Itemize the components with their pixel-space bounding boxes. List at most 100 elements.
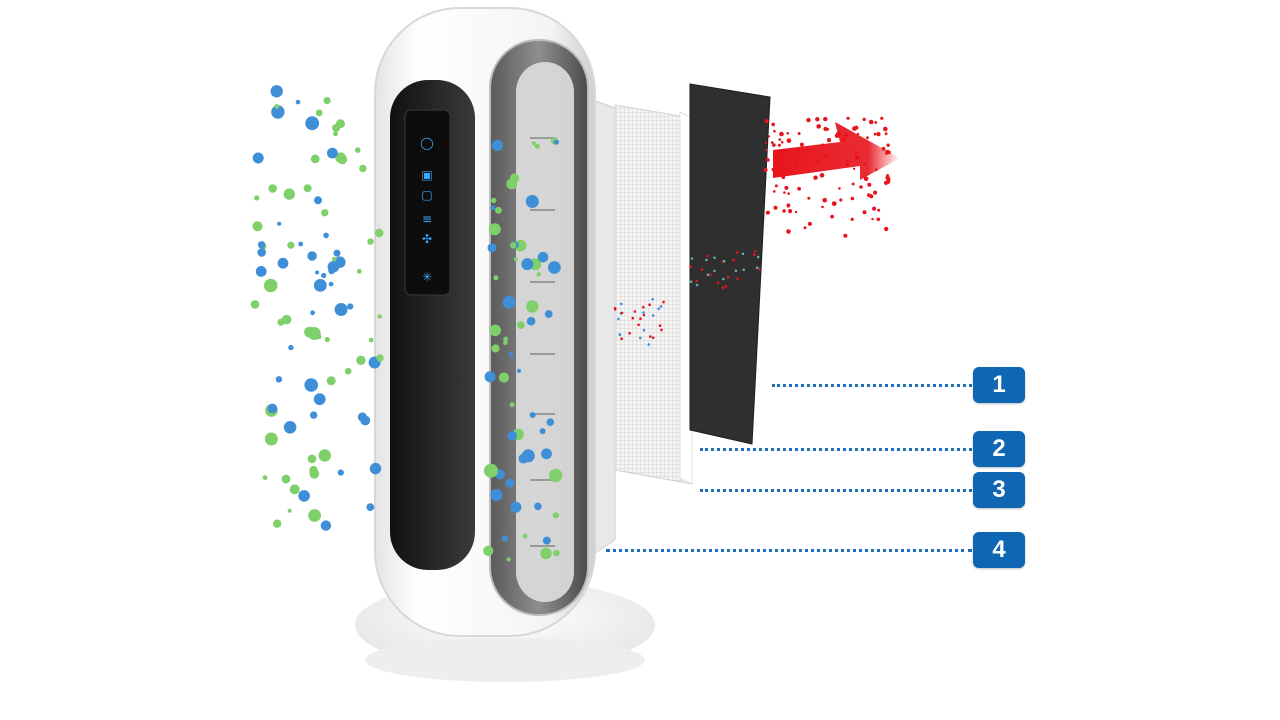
blue-particle bbox=[529, 412, 536, 418]
green-particle bbox=[367, 238, 374, 245]
clean-air-particle bbox=[830, 214, 834, 219]
clean-air-particle bbox=[850, 217, 854, 221]
clean-air-particle bbox=[793, 163, 798, 168]
blue-particle bbox=[548, 261, 561, 274]
blue-particle bbox=[490, 489, 503, 501]
trapped-particle bbox=[713, 256, 716, 260]
trapped-particle bbox=[721, 286, 725, 290]
clean-air-particle bbox=[873, 190, 878, 195]
light-icon: ✳ bbox=[421, 270, 433, 284]
clean-air-particle bbox=[845, 159, 849, 163]
trapped-particle bbox=[755, 266, 759, 270]
trapped-particle bbox=[659, 305, 663, 308]
green-particle bbox=[552, 512, 559, 519]
green-particle bbox=[510, 242, 517, 249]
clean-air-particle bbox=[782, 209, 786, 213]
green-particle bbox=[303, 184, 312, 193]
clean-air-particle bbox=[819, 173, 825, 178]
blue-particle bbox=[283, 421, 297, 434]
clean-air-particle bbox=[772, 143, 776, 147]
clean-air-particle bbox=[854, 150, 858, 154]
clean-air-particle bbox=[844, 163, 849, 167]
blue-particle bbox=[255, 266, 267, 277]
leader-line-4 bbox=[606, 549, 972, 552]
green-particle bbox=[368, 337, 374, 343]
trapped-particle bbox=[662, 300, 665, 304]
trapped-particle bbox=[695, 283, 699, 287]
trapped-particle bbox=[753, 250, 757, 253]
green-particle bbox=[356, 268, 362, 274]
clean-air-particle bbox=[886, 143, 890, 147]
trapped-particle bbox=[651, 336, 655, 340]
clean-air-particle bbox=[856, 132, 860, 136]
trapped-particle bbox=[726, 275, 730, 279]
trapped-particle bbox=[732, 258, 735, 262]
callout-label-4: 4 bbox=[992, 536, 1006, 563]
clean-air-particle bbox=[783, 191, 786, 194]
blue-particle bbox=[542, 536, 551, 545]
blue-particle bbox=[484, 371, 496, 383]
blue-particle bbox=[267, 403, 278, 414]
clean-air-particle bbox=[794, 210, 798, 214]
clean-air-particle bbox=[851, 182, 855, 186]
trapped-particle bbox=[716, 281, 720, 285]
clean-air-particle bbox=[869, 194, 874, 199]
trapped-particle bbox=[642, 328, 646, 332]
trapped-particle bbox=[619, 302, 623, 306]
auto-icon: ▣ bbox=[421, 168, 433, 182]
clean-air-particle bbox=[862, 210, 867, 215]
blue-particle bbox=[298, 241, 304, 247]
blue-particle bbox=[510, 501, 522, 513]
blue-particle bbox=[277, 257, 289, 269]
blue-particle bbox=[257, 241, 266, 249]
trapped-particle bbox=[642, 311, 645, 314]
callout-badge-3: 3 bbox=[973, 472, 1025, 508]
clean-air-particle bbox=[807, 196, 811, 200]
trapped-particle bbox=[639, 336, 642, 340]
callout-badge-2: 2 bbox=[973, 431, 1025, 467]
green-particle bbox=[273, 519, 282, 528]
green-particle bbox=[264, 432, 278, 446]
trapped-particle bbox=[658, 324, 662, 328]
grille-inner bbox=[516, 62, 574, 602]
trapped-particle bbox=[742, 268, 745, 272]
green-particle bbox=[506, 178, 518, 190]
clean-air-particle bbox=[886, 177, 891, 182]
trapped-particle bbox=[633, 310, 637, 313]
clean-air-particle bbox=[797, 186, 801, 191]
green-particle bbox=[491, 344, 500, 353]
clean-air-particle bbox=[854, 155, 860, 160]
blue-particle bbox=[295, 99, 301, 105]
green-particle bbox=[375, 228, 384, 238]
blue-particle bbox=[502, 295, 516, 309]
green-particle bbox=[289, 484, 300, 495]
trapped-particle bbox=[709, 273, 712, 277]
clean-air-particle bbox=[803, 226, 807, 230]
clean-air-particle bbox=[884, 132, 888, 136]
green-particle bbox=[308, 509, 321, 522]
clean-air-particle bbox=[826, 138, 832, 143]
green-particle bbox=[309, 465, 318, 475]
clean-air-particle bbox=[874, 121, 878, 124]
green-particle bbox=[321, 209, 329, 217]
clean-air-particle bbox=[887, 150, 891, 155]
green-particle bbox=[281, 314, 292, 325]
clean-air-particle bbox=[852, 126, 857, 131]
blue-particle bbox=[487, 243, 497, 253]
clean-air-particle bbox=[873, 132, 877, 136]
sleep-icon: ▢ bbox=[421, 188, 433, 202]
green-particle bbox=[262, 475, 268, 481]
clean-air-particle bbox=[867, 182, 872, 187]
green-particle bbox=[503, 340, 508, 346]
blue-particle bbox=[257, 248, 267, 257]
trapped-particle bbox=[651, 314, 655, 317]
clean-air-particle bbox=[773, 205, 778, 210]
clean-air-particle bbox=[823, 126, 828, 132]
green-particle bbox=[283, 188, 295, 200]
green-particle bbox=[540, 547, 552, 560]
clean-air-particle bbox=[784, 185, 789, 190]
clean-air-particle bbox=[863, 162, 867, 166]
clean-air-particle bbox=[771, 122, 775, 127]
clean-air-particle bbox=[836, 131, 840, 135]
trapped-particle bbox=[648, 303, 651, 307]
